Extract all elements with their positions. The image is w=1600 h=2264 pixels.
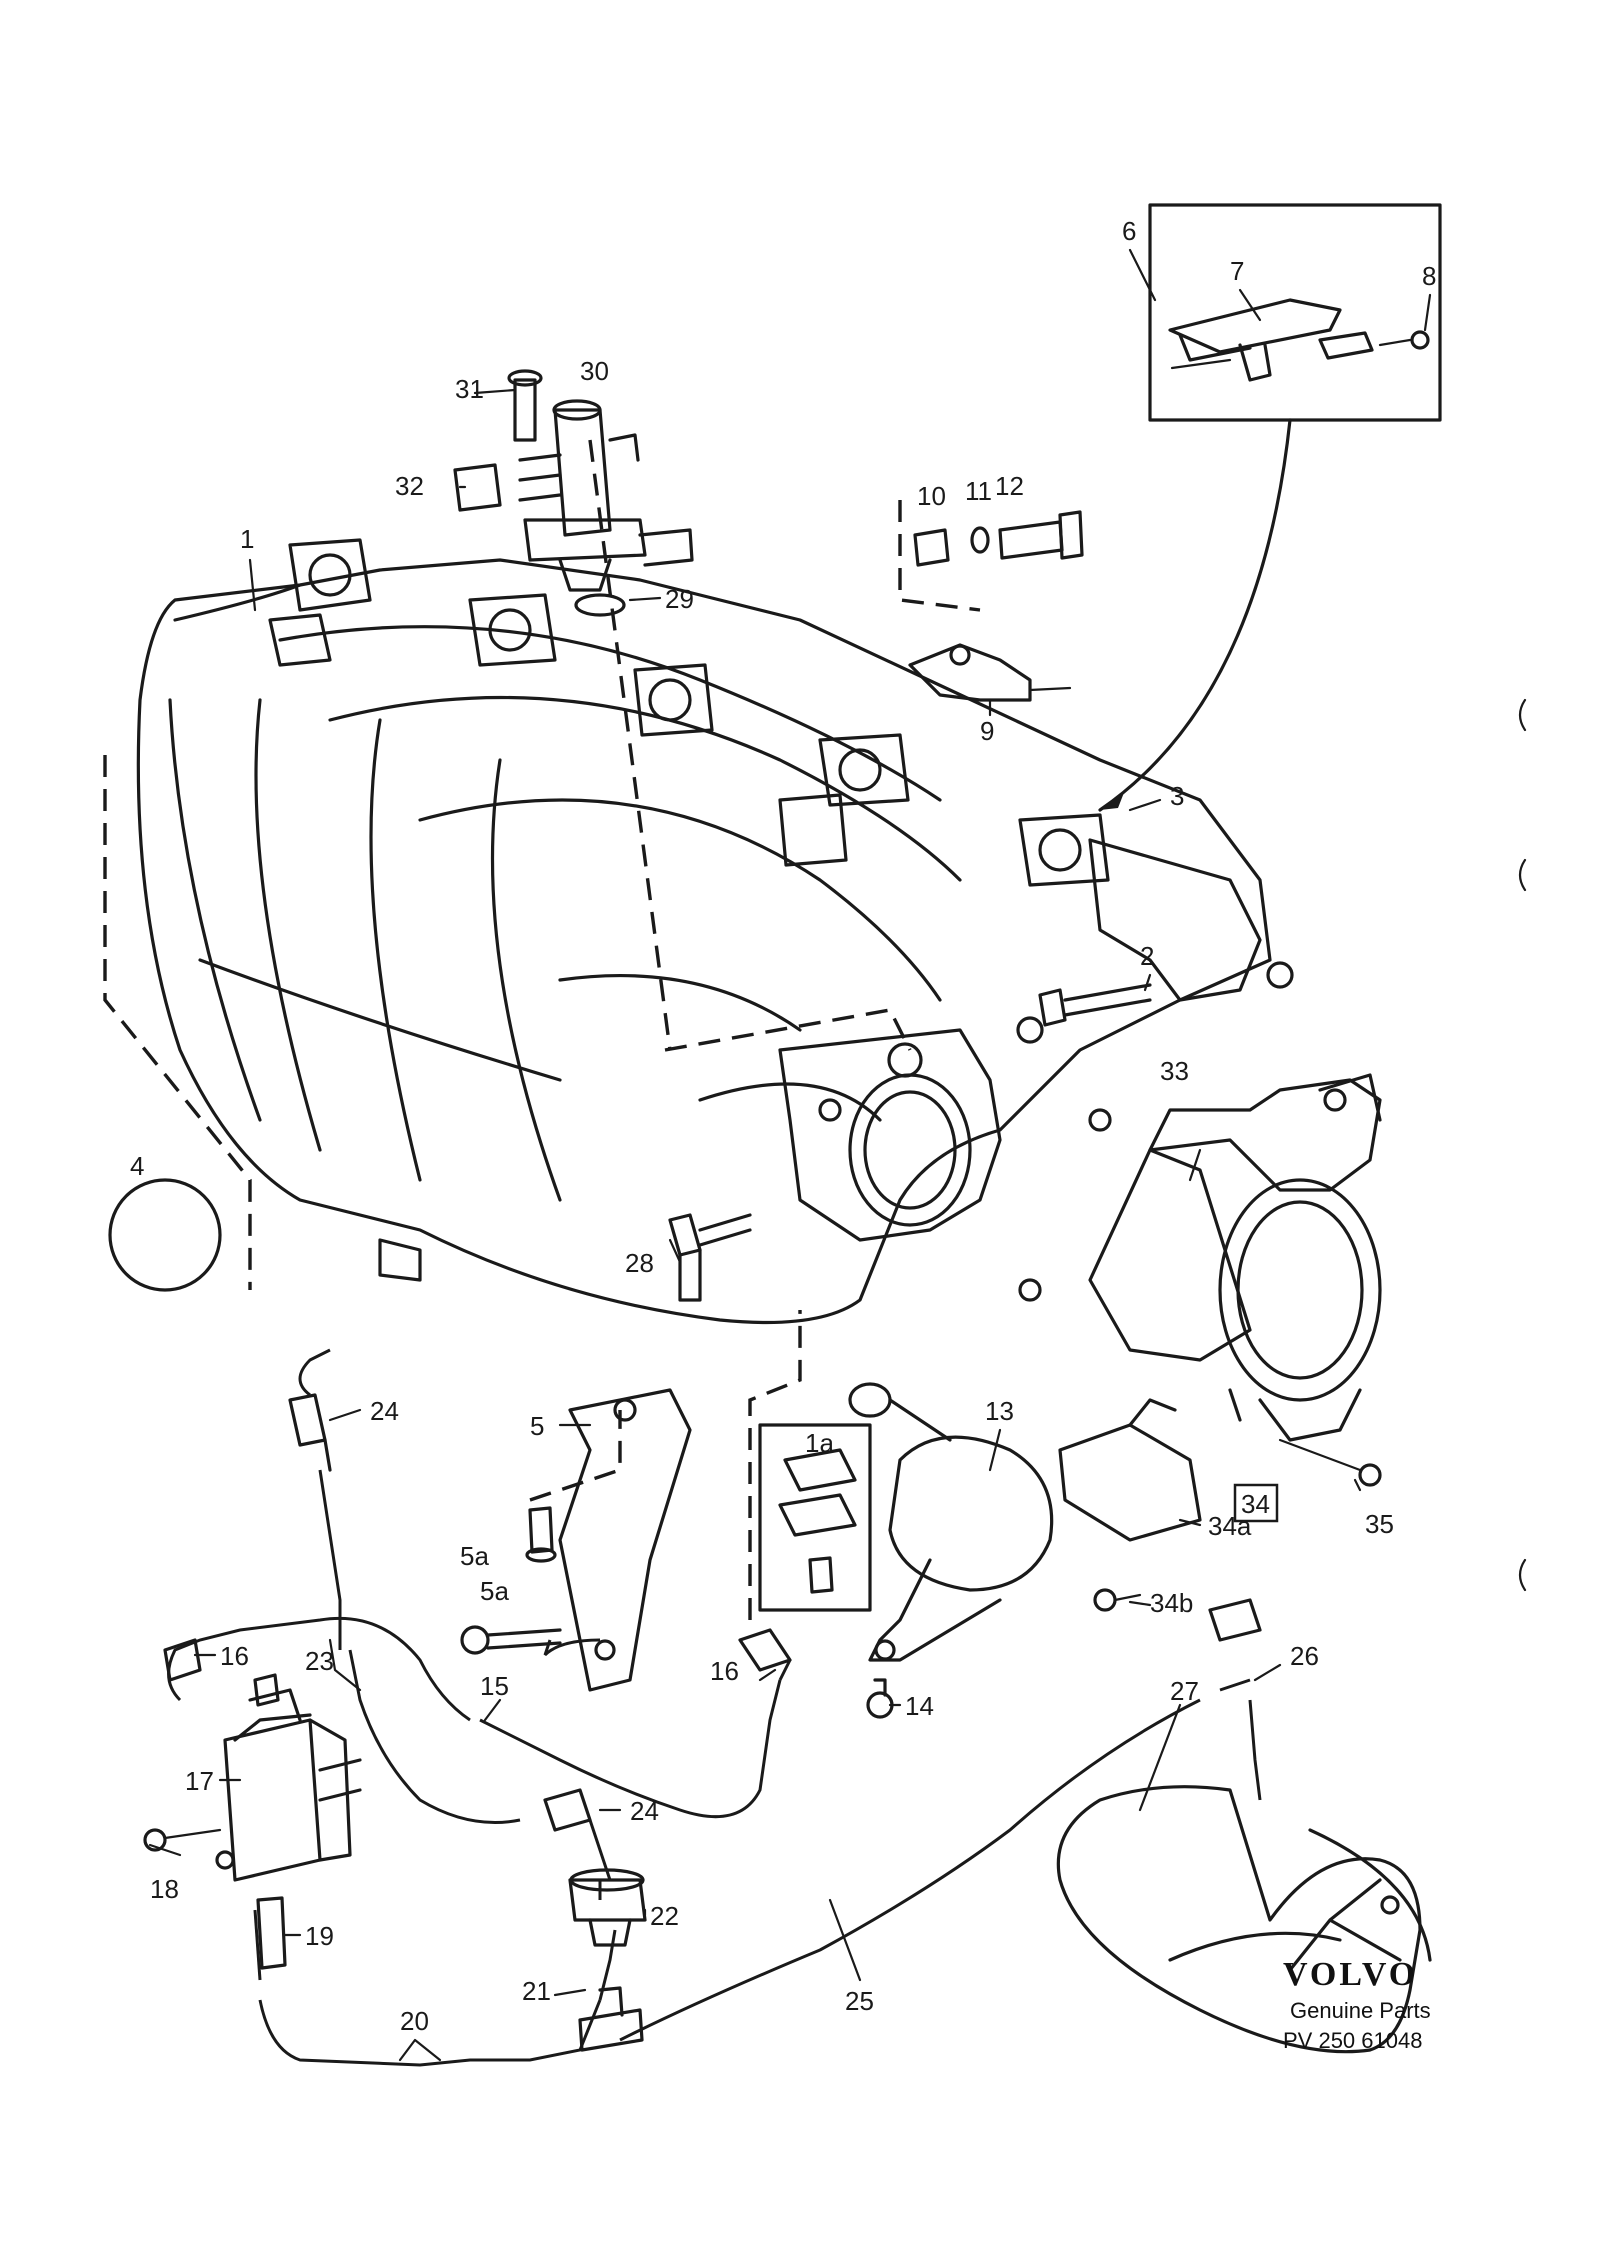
mounting-screw-31 — [507, 369, 543, 442]
leader-lines — [148, 248, 1432, 2062]
callout-24-upper: 24 — [370, 1396, 399, 1426]
callout-16-left: 16 — [220, 1641, 249, 1671]
screw-18 — [143, 1828, 222, 1852]
callout-27: 27 — [1170, 1676, 1199, 1706]
ref-line-center — [664, 1008, 912, 1052]
callout-25: 25 — [845, 1986, 874, 2016]
bolt-2 — [1038, 983, 1152, 1027]
callout-31: 31 — [455, 374, 484, 404]
callout-34b: 34b — [1150, 1588, 1193, 1618]
throttle-sensor — [1058, 1398, 1202, 1542]
callout-12: 12 — [995, 471, 1024, 501]
callout-35: 35 — [1365, 1509, 1394, 1539]
callout-10: 10 — [917, 481, 946, 511]
callout-26: 26 — [1290, 1641, 1319, 1671]
screw-5a-lower — [460, 1625, 562, 1655]
callout-17: 17 — [185, 1766, 214, 1796]
screw-5a-upper — [525, 1506, 557, 1563]
o-ring — [574, 593, 626, 617]
screw-35 — [1278, 1438, 1382, 1487]
gasket-box — [758, 1423, 872, 1612]
callout-18: 18 — [150, 1874, 179, 1904]
callout-15: 15 — [480, 1671, 509, 1701]
callout-21: 21 — [522, 1976, 551, 2006]
hose-connectors — [163, 1393, 1262, 1832]
callout-16-right: 16 — [710, 1656, 739, 1686]
margin-marks — [1518, 698, 1527, 1592]
callout-29: 29 — [665, 584, 694, 614]
ref-line-right — [898, 500, 981, 612]
callout-9: 9 — [980, 716, 994, 746]
throttle-body — [1088, 1073, 1382, 1442]
callout-2: 2 — [1140, 941, 1154, 971]
callout-4: 4 — [130, 1151, 144, 1181]
callout-1: 1 — [240, 524, 254, 554]
callout-11: 11 — [965, 476, 992, 506]
inset-detail-box — [1148, 203, 1442, 422]
callout-33: 33 — [1160, 1056, 1189, 1086]
inset-arrow — [1098, 418, 1292, 812]
part-code: PV 250 61048 — [1283, 2028, 1422, 2053]
callout-24-lower: 24 — [630, 1796, 659, 1826]
check-valve — [568, 1868, 647, 1947]
solenoid-valve — [215, 1673, 362, 1882]
ref-line-lower — [748, 1310, 802, 1620]
screw-14 — [866, 1678, 894, 1719]
callout-23: 23 — [305, 1646, 334, 1676]
inset-arrowhead — [1100, 790, 1125, 810]
brand-tagline: Genuine Parts — [1290, 1998, 1431, 2023]
callout-5: 5 — [530, 1411, 544, 1441]
screw-28 — [668, 1213, 752, 1302]
callout-34a: 34a — [1208, 1511, 1252, 1541]
bracket-5 — [558, 1388, 692, 1692]
intake-manifold — [136, 538, 1294, 1325]
hose-19 — [256, 1896, 287, 1970]
callout-20: 20 — [400, 2006, 429, 2036]
callout-32: 32 — [395, 471, 424, 501]
callout-5a-upper: 5a — [460, 1541, 489, 1571]
callout-34: 34 — [1241, 1489, 1270, 1519]
rubber-cap — [453, 463, 502, 512]
vacuum-actuator — [848, 1382, 1054, 1662]
ref-line-left — [103, 755, 252, 1290]
spacer-washer-bolt — [913, 510, 1084, 567]
brand-logo: VOLVO — [1283, 1956, 1418, 1993]
callout-30: 30 — [580, 356, 609, 386]
callout-5a-lower: 5a — [480, 1576, 509, 1606]
callout-7: 7 — [1230, 256, 1244, 286]
callout-19: 19 — [305, 1921, 334, 1951]
callout-13: 13 — [985, 1396, 1014, 1426]
vacuum-hoses — [167, 1348, 1262, 2067]
bracket-9 — [908, 643, 1072, 702]
callout-22: 22 — [650, 1901, 679, 1931]
plug-cap — [108, 1178, 222, 1292]
pressure-valve — [518, 399, 694, 592]
callout-6: 6 — [1122, 216, 1136, 246]
callout-8: 8 — [1422, 261, 1436, 291]
callout-34-box — [1233, 1483, 1279, 1523]
callout-1a: 1a — [805, 1428, 834, 1458]
callout-28: 28 — [625, 1248, 654, 1278]
air-filter — [1056, 1785, 1432, 2054]
t-connector — [578, 1986, 644, 2052]
callout-3: 3 — [1170, 781, 1184, 811]
callout-14: 14 — [905, 1691, 934, 1721]
screw-34b — [1093, 1588, 1142, 1612]
ref-line-sensor — [588, 439, 672, 1051]
